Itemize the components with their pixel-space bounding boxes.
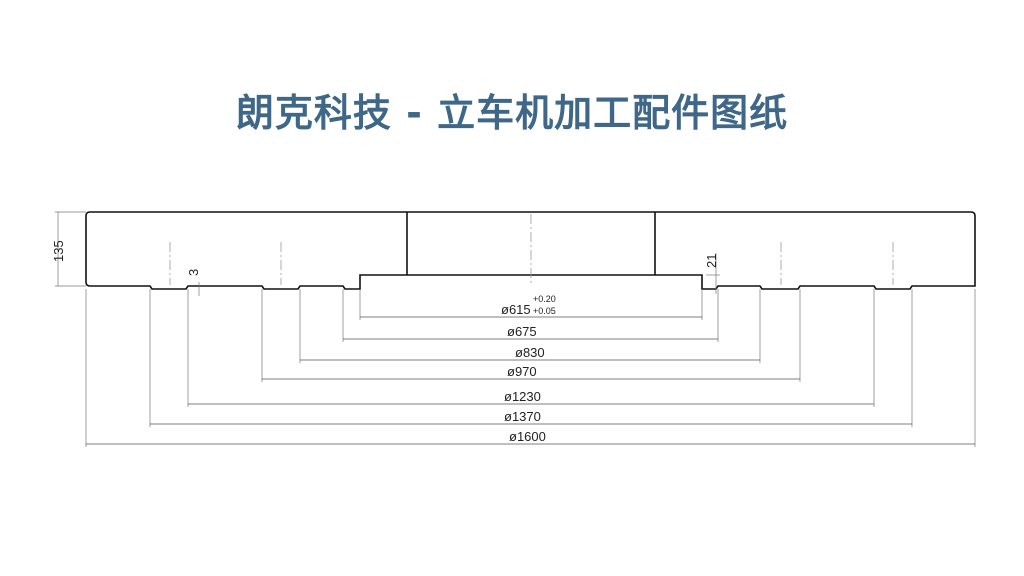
extension-lines — [55, 211, 976, 447]
dim-830: ø830 — [515, 345, 545, 360]
centerlines — [169, 214, 894, 285]
height-dimension: 135 — [51, 240, 66, 262]
dim-615-tol-upper: +0.20 — [533, 294, 556, 304]
dimension-lines — [86, 316, 975, 445]
dim-1230: ø1230 — [504, 389, 541, 404]
page-title: 朗克科技 - 立车机加工配件图纸 — [235, 91, 789, 135]
dim-675: ø675 — [507, 324, 537, 339]
part-outline — [85, 211, 976, 290]
dim-1600: ø1600 — [509, 429, 546, 444]
dim-1370: ø1370 — [504, 409, 541, 424]
groove-depth-dimension: 3 — [186, 269, 201, 276]
dim-970: ø970 — [507, 364, 537, 379]
dim-615: ø615 — [501, 302, 531, 317]
dim-615-tol-lower: +0.05 — [533, 306, 556, 316]
recess-depth-dimension: 21 — [704, 254, 719, 268]
